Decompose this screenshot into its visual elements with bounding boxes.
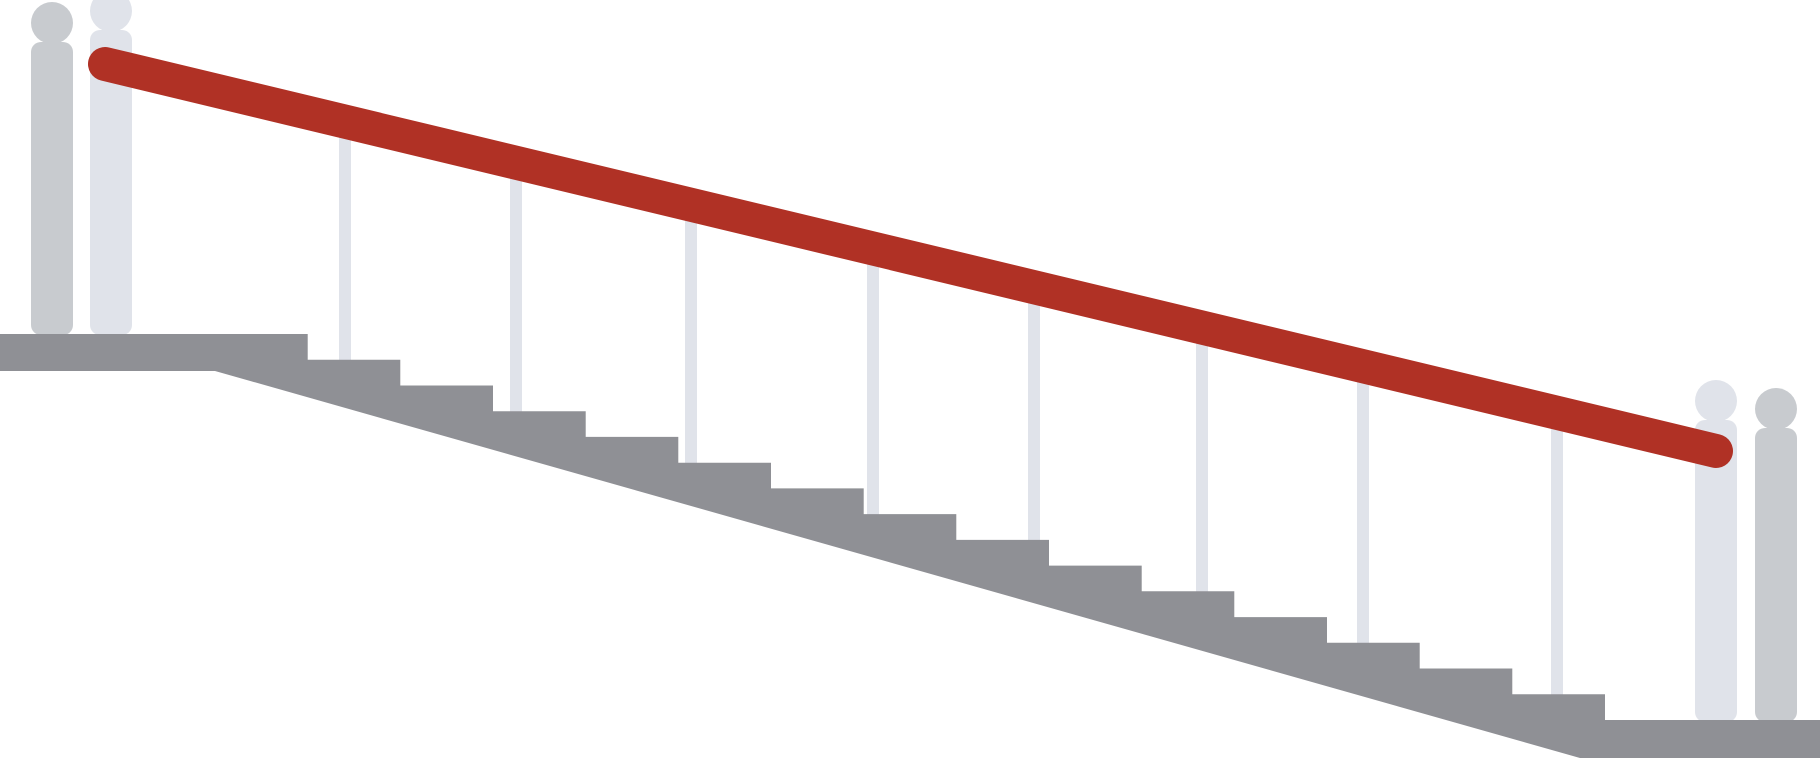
baluster-6 bbox=[1196, 327, 1208, 626]
newel-post-top-front-shaft bbox=[31, 42, 73, 335]
newel-post-bottom-front-ball bbox=[1755, 388, 1797, 430]
baluster-1 bbox=[339, 121, 351, 368]
newel-post-bottom-front-shaft bbox=[1755, 428, 1797, 722]
baluster-8 bbox=[1551, 412, 1563, 703]
stair-body bbox=[0, 334, 1820, 758]
newel-post-top-back-ball bbox=[90, 0, 132, 32]
handrail-bar bbox=[88, 47, 1733, 468]
balusters bbox=[339, 121, 1563, 703]
newel-post-top-front-ball bbox=[31, 2, 73, 44]
newel-post-bottom-back-ball bbox=[1695, 380, 1737, 422]
baluster-7 bbox=[1357, 366, 1369, 651]
newel-post-bottom-back-shaft bbox=[1695, 420, 1737, 722]
back-newel-posts bbox=[90, 0, 1737, 722]
handrail bbox=[88, 47, 1733, 468]
baluster-2 bbox=[510, 162, 522, 420]
newel-post-top-back-shaft bbox=[90, 30, 132, 335]
stair-stringer bbox=[0, 334, 1820, 758]
baluster-5 bbox=[1028, 287, 1040, 574]
baluster-3 bbox=[685, 204, 697, 471]
baluster-4 bbox=[867, 248, 879, 523]
front-newel-posts bbox=[31, 2, 1797, 722]
